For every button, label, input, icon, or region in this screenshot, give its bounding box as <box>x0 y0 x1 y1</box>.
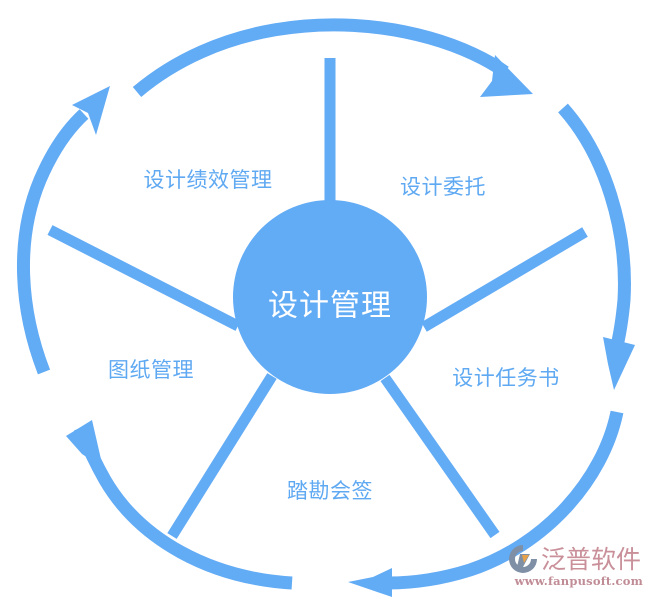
spoke-upper-right <box>421 227 588 332</box>
arrow-bottom <box>348 410 624 597</box>
watermark-row: 泛普软件 <box>507 542 643 576</box>
node-label-design-commission: 设计委托 <box>400 175 486 199</box>
center-circle <box>233 200 427 394</box>
spoke-lower-right <box>380 374 500 539</box>
arrow-right <box>558 103 635 390</box>
node-label-survey-countersign: 踏勘会签 <box>287 479 373 503</box>
node-label-design-task-book: 设计任务书 <box>452 366 560 390</box>
spoke-lower-left <box>167 373 277 539</box>
watermark-url: www.fanpusoft.com <box>514 574 643 588</box>
arrow-left-top <box>16 86 110 375</box>
fanpu-logo-icon <box>509 545 537 573</box>
cycle-arrows-group <box>16 18 635 597</box>
node-labels-group: 设计绩效管理 设计委托 设计任务书 踏勘会签 图纸管理 <box>108 168 560 503</box>
arrow-left-bottom <box>66 420 293 590</box>
node-label-drawing-management: 图纸管理 <box>108 358 194 382</box>
spokes-group <box>47 58 588 539</box>
center-label: 设计管理 <box>268 289 392 324</box>
center-hub: 设计管理 <box>233 200 427 394</box>
watermark-brand: 泛普软件 <box>541 544 642 574</box>
spoke-upper-left <box>47 225 241 331</box>
arrow-top <box>132 18 533 97</box>
watermark: 泛普软件 www.fanpusoft.com <box>507 542 643 592</box>
node-label-design-performance: 设计绩效管理 <box>144 168 273 192</box>
